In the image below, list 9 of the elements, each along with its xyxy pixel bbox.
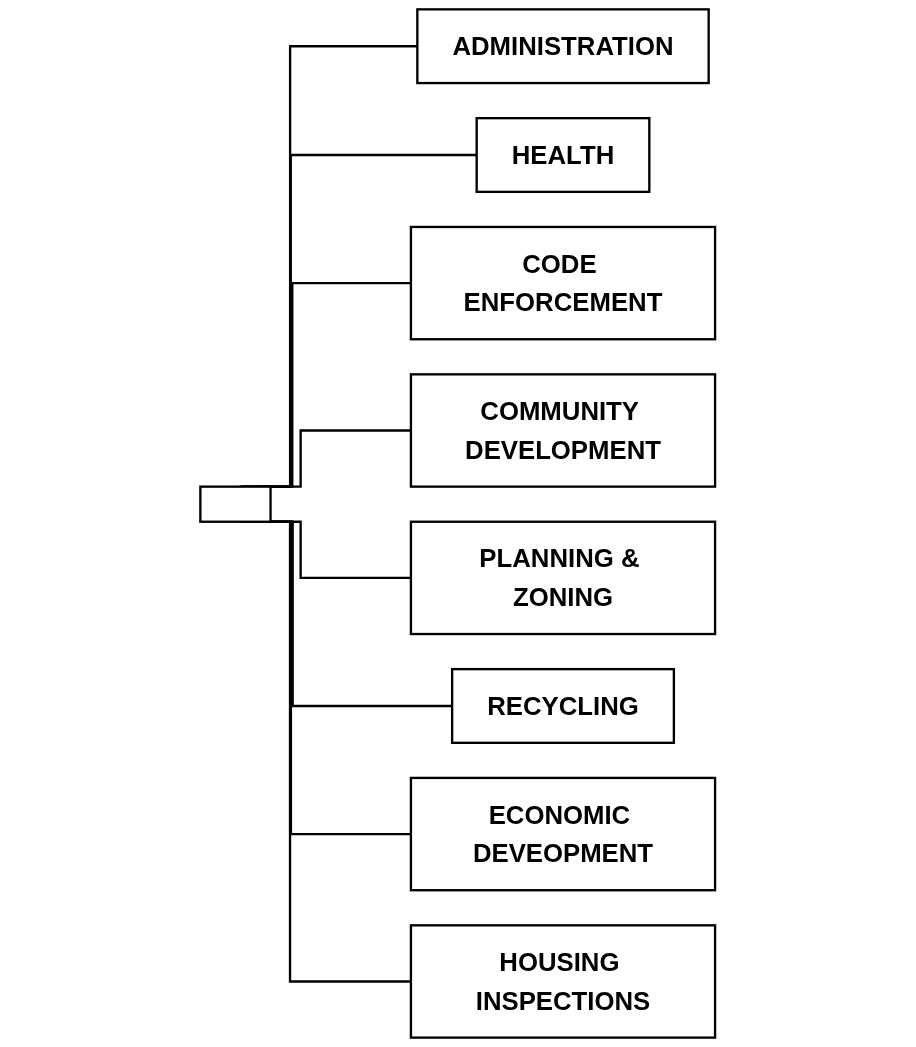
node-box [199,485,272,523]
node-box: ECONOMIC DEVEOPMENT [410,776,717,892]
node-box: PLANNING & ZONING [410,520,717,636]
node-box: HEALTH [475,117,651,193]
node-box: ADMINISTRATION [416,8,711,85]
node-box: HOUSING INSPECTIONS [410,924,717,1039]
node-box: RECYCLING [451,667,676,744]
node-box: CODE ENFORCEMENT [410,225,717,341]
node-box: COMMUNITY DEVELOPMENT [410,373,717,488]
